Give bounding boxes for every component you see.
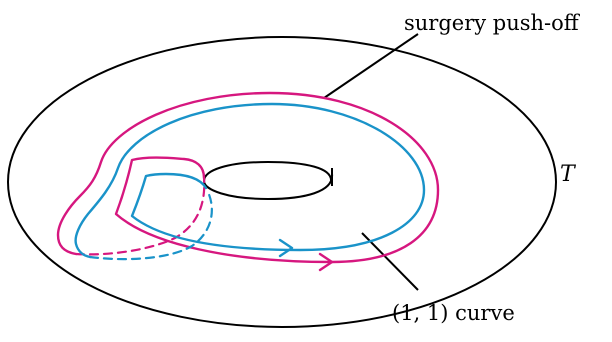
curve-11-label: (1, 1) curve: [392, 301, 515, 325]
surgery-pushoff-hidden-part: [74, 176, 206, 256]
curve-11-arrow-icon: [278, 238, 294, 258]
surgery-pushoff-arrow-icon: [318, 252, 334, 272]
surgery-pushoff-curve: [56, 91, 440, 264]
curve-11: [74, 102, 426, 259]
curve-11-pointer: [361, 232, 419, 291]
surgery-pushoff-label: surgery push-off: [404, 11, 581, 35]
curve-11-hidden-part: [88, 190, 213, 261]
surgery-pushoff-pointer: [323, 33, 419, 99]
torus-label: T: [560, 162, 577, 187]
torus-outline: [7, 36, 557, 328]
torus-hole: [202, 160, 334, 201]
